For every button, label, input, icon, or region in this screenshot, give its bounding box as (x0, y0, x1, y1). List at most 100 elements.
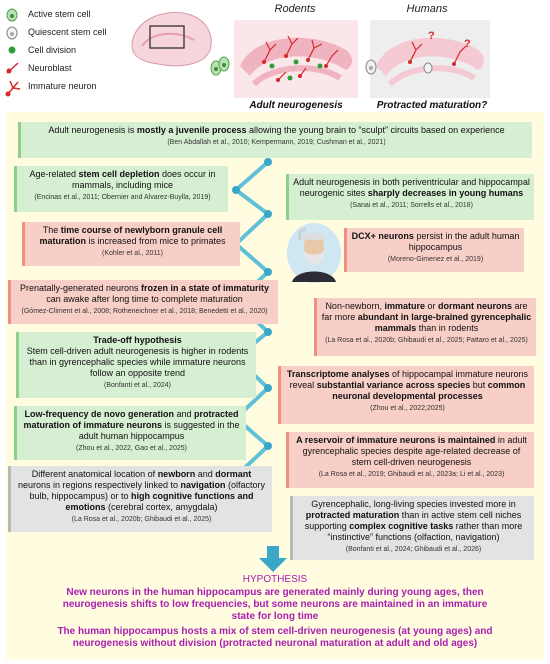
b2-pre: Age-related (29, 169, 79, 179)
b12-post: neurons in regions respectively linked t… (17, 480, 181, 490)
b2-post: does occur in mammals, including mice (71, 169, 216, 190)
b4-pre: The (42, 225, 61, 235)
b2-ref: (Encinas et al., 2011; Obernier and Alva… (34, 194, 211, 201)
b7-post2: than in rodents (416, 323, 479, 333)
b12-mid: and (195, 469, 216, 479)
b11-post: in adult gyrencephalic species despite a… (302, 435, 527, 467)
evidence-box-6: Prenatally-generated neurons frozen in a… (8, 280, 278, 324)
b12-bold: newborn (157, 469, 196, 479)
b9-bold3: common neuronal developmental processes (332, 380, 526, 401)
b7-post: are far more (321, 301, 528, 322)
b10-post: is suggested in the adult human hippocam… (78, 420, 240, 441)
evidence-box-3: Adult neurogenesis in both periventricul… (286, 174, 534, 220)
quiescent-stem-cell-icon (6, 26, 18, 40)
humans-caption: Protracted maturation? (376, 100, 488, 111)
legend-division: Cell division (28, 45, 77, 55)
brain-schematic-icon (131, 12, 212, 67)
evidence-box-7: Non-newborn, immature or dormant neurons… (314, 298, 536, 356)
human-hippocampus-icon (370, 20, 490, 98)
evidence-box-11: A reservoir of immature neurons is maint… (286, 432, 534, 488)
b1-bold: mostly a juvenile process (136, 125, 247, 135)
b1-pre: Adult neurogenesis is (48, 125, 137, 135)
evidence-box-4: The time course of newlyborn granule cel… (22, 222, 240, 266)
b12-bold4: high cognitive functions and emotions (65, 491, 254, 512)
b7-bold3: abundant in large-brained gyrencephalic … (357, 312, 532, 333)
darwin-portrait-icon (287, 223, 341, 283)
b7-mid: or (425, 301, 439, 311)
b9-bold2: substantial variance across species (316, 380, 471, 390)
b9-ref: (Zhou et al., 2022;2025) (370, 405, 445, 412)
b4-ref: (Kohler et al., 2011) (102, 250, 163, 257)
legend-neuroblast: Neuroblast (28, 63, 72, 73)
b7-bold2: dormant neurons (438, 301, 513, 311)
b10-ref: (Zhou et al., 2022, Gao et al., 2025) (76, 445, 187, 452)
b6-post: can awake after long time to complete ma… (46, 294, 243, 304)
legend-immature: Immature neuron (28, 81, 97, 91)
evidence-box-9: Transcriptome analyses of hippocampal im… (278, 366, 534, 424)
b13-bold2: complex cognitive tasks (349, 521, 454, 531)
evidence-box-2: Age-related stem cell depletion does occ… (14, 166, 228, 212)
b12-post2: (olfactory bulb, hippocampus) or to (29, 480, 266, 501)
active-stem-cell-icon (6, 8, 18, 22)
legend-active: Active stem cell (28, 9, 91, 19)
hypothesis-p1: New neurons in the human hippocampus are… (62, 587, 488, 622)
b3-ref: (Sanai et al., 2011; Sorrells et al., 20… (350, 202, 473, 209)
down-arrow-icon (259, 546, 287, 572)
b5-bold: DCX+ neurons (351, 231, 414, 241)
b9-post: of hippocampal immature neurons reveal (289, 369, 529, 390)
b12-bold2: dormant (215, 469, 252, 479)
b11-bold: A reservoir of immature neurons is maint… (296, 435, 496, 445)
b11-ref: (La Rosa et al., 2019; Ghibaudi et al., … (318, 471, 505, 478)
b12-ref: (La Rosa et al., 2020b; Ghibaudi et al.,… (71, 516, 212, 523)
evidence-box-13: Gyrencephalic, long-living species inves… (290, 496, 534, 560)
rodents-title: Rodents (274, 3, 316, 15)
b3-pre: Adult neurogenesis in both periventricul… (293, 177, 530, 198)
b12-bold3: navigation (180, 480, 226, 490)
question-mark-1: ? (428, 30, 435, 42)
evidence-box-12: Different anatomical location of newborn… (8, 466, 272, 532)
b1-ref: (Ben Abdallah et al., 2010; Kempermann, … (167, 139, 386, 146)
evidence-box-1: Adult neurogenesis is mostly a juvenile … (18, 122, 532, 158)
b13-pre: Gyrencephalic, long-living species inves… (311, 499, 516, 509)
b4-post: is increased from mice to primates (85, 236, 226, 246)
rodent-hippocampus-icon (234, 20, 358, 98)
b3-bold: sharply decreases in young humans (367, 188, 524, 198)
legend-quiescent: Quiescent stem cell (28, 27, 107, 37)
b9-bold: Transcriptome analyses (286, 369, 390, 379)
evidence-box-5: DCX+ neurons persist in the adult human … (344, 228, 524, 272)
quiescent-cell-icon (365, 59, 377, 75)
cell-division-icon (8, 46, 16, 54)
b10-mid: and (173, 409, 195, 419)
neuroblast-icon (6, 62, 19, 74)
b12-pre: Different anatomical location of (31, 469, 158, 479)
evidence-box-10: Low-frequency de novo generation and pro… (14, 406, 246, 460)
b1-post: allowing the young brain to “sculpt” cir… (246, 125, 505, 135)
b6-pre: Prenatally-generated neurons (19, 283, 142, 293)
humans-title: Humans (406, 3, 448, 15)
hypothesis-p2: The human hippocampus hosts a mix of ste… (57, 626, 493, 649)
b7-pre: Non-newborn, (325, 301, 385, 311)
b12-post3: (cerebral cortex, amygdala) (105, 502, 218, 512)
b13-bold: protracted maturation (305, 510, 400, 520)
legend: Active stem cell Quiescent stem cell Cel… (4, 6, 114, 106)
cells-cluster-icon (210, 56, 230, 76)
question-mark-2: ? (464, 38, 471, 50)
b7-ref: (La Rosa et al., 2020b; Ghibaudi et al.,… (325, 337, 528, 344)
b5-ref: (Moreno-Gimenez et al., 2019) (387, 256, 484, 263)
hypothesis-title: HYPOTHESIS (242, 574, 308, 585)
b7-bold: immature (384, 301, 425, 311)
b6-bold: frozen in a state of immaturity (141, 283, 270, 293)
b5-post: persist in the adult human hippocampus (408, 231, 520, 252)
b8-post: Stem cell-driven adult neurogenesis is h… (26, 346, 249, 378)
b10-bold: Low-frequency de novo generation (24, 409, 174, 419)
b8-bold: Trade-off hypothesis (93, 335, 182, 345)
b8-ref: (Bonfanti et al., 2024) (104, 382, 171, 389)
b9-post2: but (470, 380, 488, 390)
b6-ref: (Gómez-Climent et al., 2008; Rotheneichn… (21, 308, 268, 315)
b13-ref: (Bonfanti et al., 2024; Ghibaudi et al.,… (345, 546, 482, 553)
rodents-caption: Adult neurogenesis (249, 100, 343, 111)
b2-bold: stem cell depletion (78, 169, 160, 179)
b13-mid: than in active stem cell niches supporti… (304, 510, 522, 531)
b10-bold2: protracted maturation of immature neuron… (23, 409, 239, 430)
